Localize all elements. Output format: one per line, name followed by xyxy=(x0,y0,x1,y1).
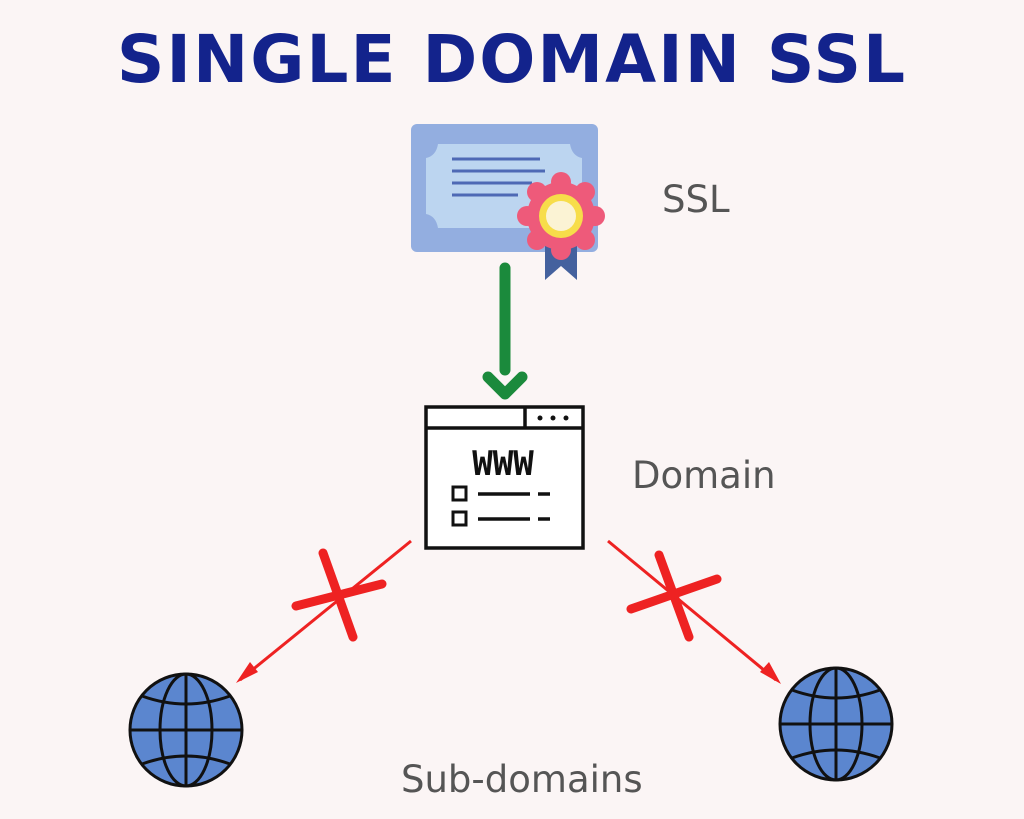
www-text: WWW xyxy=(472,444,534,484)
arrow-domain-to-right-subdomain xyxy=(607,539,781,684)
globe-icon-right xyxy=(778,666,894,782)
certificate-icon xyxy=(411,124,605,280)
blocked-x-icon-right xyxy=(626,550,722,642)
globe-icon-left xyxy=(128,672,244,788)
ssl-label: SSL xyxy=(662,178,730,221)
seal-icon xyxy=(517,172,605,260)
blocked-x-icon-left xyxy=(291,548,387,642)
arrow-ssl-to-domain xyxy=(482,262,528,400)
browser-window-icon: WWW xyxy=(424,405,585,550)
page-title: SINGLE DOMAIN SSL xyxy=(116,21,908,98)
subdomains-label: Sub-domains xyxy=(401,758,643,801)
domain-label: Domain xyxy=(632,454,776,497)
arrow-domain-to-left-subdomain xyxy=(236,539,412,683)
